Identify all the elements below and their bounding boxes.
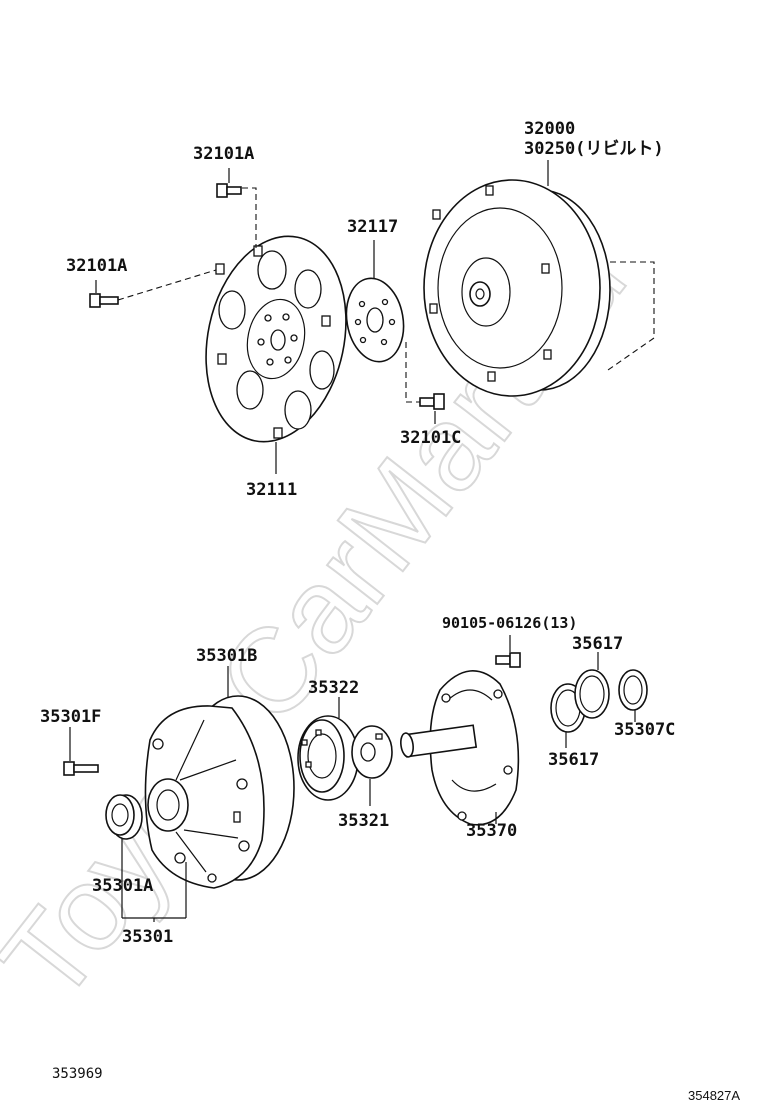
bolt-32101a-left-icon	[89, 293, 119, 308]
label-35321: 35321	[338, 811, 389, 831]
stator-shaft-35370	[400, 670, 520, 826]
label-90105: 90105-06126(13)	[442, 614, 577, 632]
label-32000: 32000	[524, 119, 575, 139]
label-32117: 32117	[347, 217, 398, 237]
label-35301a: 35301A	[92, 876, 153, 896]
label-35370: 35370	[466, 821, 517, 841]
bolt-32101a-top-icon	[216, 183, 242, 198]
drive-plate-32111	[205, 235, 347, 443]
label-35301b: 35301B	[196, 646, 257, 666]
label-35301: 35301	[122, 927, 173, 947]
drive-gear-35321	[351, 725, 393, 779]
label-32111: 32111	[246, 480, 297, 500]
label-35307c: 35307C	[614, 720, 675, 740]
bolt-35301f-icon	[63, 761, 99, 776]
label-30250: 30250(リビルト)	[524, 139, 664, 159]
illustration-code-right: 354827A	[688, 1088, 740, 1103]
leader-lines-lower	[69, 635, 636, 922]
leader-lines-upper	[95, 160, 655, 474]
label-32101a-left: 32101A	[66, 256, 127, 276]
driven-gear-35322	[297, 715, 359, 801]
label-35617-top: 35617	[572, 634, 623, 654]
oil-seal-35301a	[105, 794, 143, 840]
oil-pump-body-35301	[144, 695, 295, 889]
label-32101c: 32101C	[400, 428, 461, 448]
ring-35307c	[618, 669, 648, 711]
illustration-code-left: 353969	[52, 1066, 103, 1082]
label-35322: 35322	[308, 678, 359, 698]
seal-ring-35617-b	[574, 669, 610, 719]
spacer-32117	[345, 277, 405, 363]
torque-converter-32000	[423, 179, 611, 397]
label-32101a-top: 32101A	[193, 144, 254, 164]
label-35301f: 35301F	[40, 707, 101, 727]
bolt-90105-icon	[495, 652, 521, 668]
label-35617-bottom: 35617	[548, 750, 599, 770]
